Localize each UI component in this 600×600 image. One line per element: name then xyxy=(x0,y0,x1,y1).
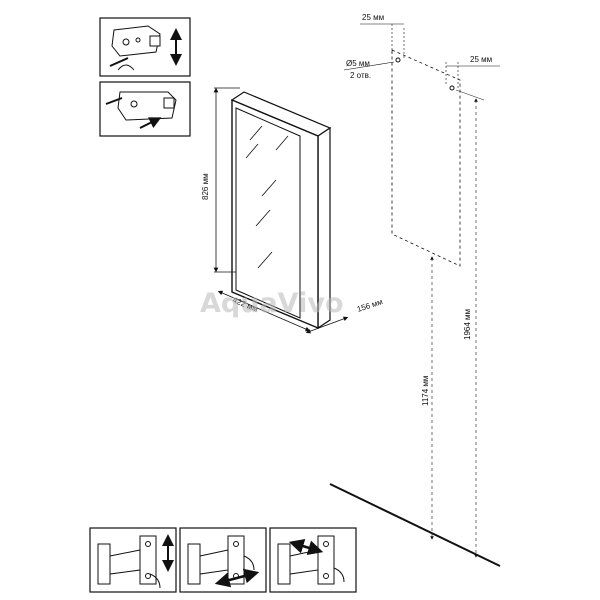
watermark: AquaVivo xyxy=(200,288,344,319)
upper-hole-height-dimension: 1964 мм xyxy=(455,89,485,558)
hole-offset-right-label: 25 мм xyxy=(470,55,492,64)
hole-diameter-label: Ø5 мм xyxy=(346,59,370,68)
hole-offset-right-dimension: 25 мм xyxy=(445,55,500,90)
lower-height-dimension: 1174 мм xyxy=(421,256,434,540)
hole-diameter-callout: Ø5 мм 2 отв. xyxy=(343,59,395,80)
mirror-cabinet xyxy=(230,91,332,330)
lower-height-label: 1174 мм xyxy=(421,376,430,406)
hinge-detail-box-4 xyxy=(179,527,267,593)
hole-count-label: 2 отв. xyxy=(350,71,371,80)
cabinet-height-label: 826 мм xyxy=(201,173,210,200)
wall-mounting-outline xyxy=(391,49,461,267)
hinge-detail-box-1 xyxy=(99,17,191,77)
hinge-detail-box-3 xyxy=(89,527,177,593)
height-dimension: 826 мм xyxy=(201,87,240,273)
upper-hole-height-label: 1964 мм xyxy=(463,309,472,340)
hole-offset-left-label: 25 мм xyxy=(362,13,384,22)
hole-offset-left-dimension: 25 мм xyxy=(360,13,405,60)
floor-line xyxy=(329,483,501,567)
cabinet-depth-label: 156 мм xyxy=(356,297,384,314)
hinge-detail-box-2 xyxy=(99,81,191,137)
hinge-detail-box-5 xyxy=(269,527,357,593)
